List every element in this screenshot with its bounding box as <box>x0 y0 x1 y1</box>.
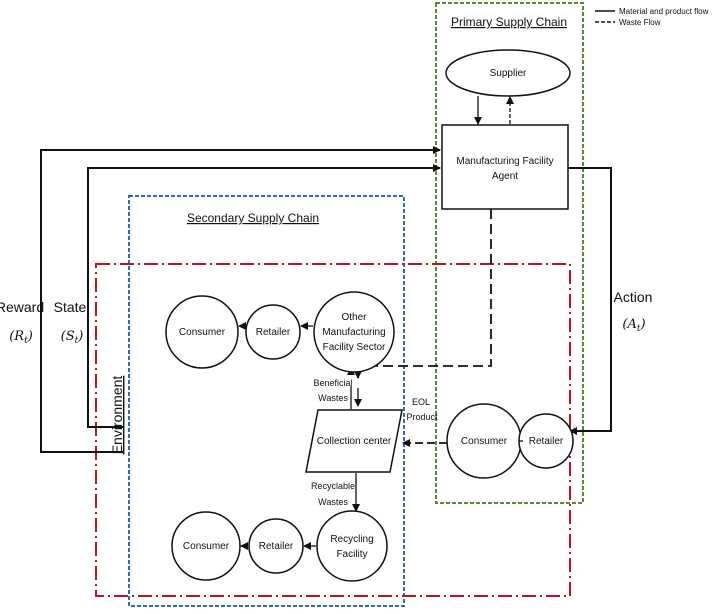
consumer-right-label: Consumer <box>461 436 508 447</box>
reward-loop <box>40 146 441 453</box>
other-manufacturing-label-2: Manufacturing <box>322 327 385 338</box>
state-loop <box>87 164 441 428</box>
retailer-right-label: Retailer <box>529 436 564 447</box>
environment-label: Environment <box>109 376 125 455</box>
primary-supply-chain-title: Primary Supply Chain <box>451 15 567 29</box>
recyclable-wastes-label-1: Recyclable <box>311 481 355 491</box>
primary-supply-chain-border <box>435 2 584 504</box>
recyclable-wastes-label-2: Wastes <box>318 497 348 507</box>
legend-dashed-label: Waste Flow <box>619 18 661 27</box>
supplier-label: Supplier <box>490 68 527 79</box>
secondary-supply-chain-border <box>128 195 405 607</box>
consumer-top-node <box>165 295 239 369</box>
recycling-facility-label-2: Facility <box>336 549 367 560</box>
manufacturing-agent-node <box>441 124 569 210</box>
recycling-facility-label-1: Recycling <box>330 534 373 545</box>
state-symbol: (St) <box>61 329 84 346</box>
manufacturing-waste-path <box>354 209 492 379</box>
beneficial-wastes-label-2: Wastes <box>318 393 348 403</box>
other-manufacturing-node <box>313 291 395 373</box>
beneficial-wastes-label-1: Beneficial <box>313 378 352 388</box>
secondary-supply-chain-title: Secondary Supply Chain <box>187 211 319 225</box>
manufacturing-agent-label-2: Agent <box>492 171 518 182</box>
retailer-top-label: Retailer <box>256 327 291 338</box>
legend-solid-label: Material and product flow <box>619 7 709 16</box>
collection-center-label: Collection center <box>317 436 392 447</box>
reward-symbol: (Rt) <box>9 329 33 346</box>
retailer-top-node <box>245 304 301 360</box>
recycling-facility-node <box>316 510 388 582</box>
environment-border <box>95 263 571 597</box>
eol-label-1: EOL <box>412 397 430 407</box>
action-word: Action <box>614 289 653 305</box>
collection-center-node <box>305 409 403 473</box>
reward-word: Reward <box>0 299 44 315</box>
action-path <box>568 167 612 435</box>
consumer-bottom-label: Consumer <box>183 541 230 552</box>
consumer-top-label: Consumer <box>179 327 226 338</box>
eol-label-2: Product <box>406 412 438 422</box>
retailer-bottom-label: Retailer <box>259 541 294 552</box>
other-manufacturing-label-1: Other <box>341 312 367 323</box>
state-word: State <box>54 299 87 315</box>
action-symbol: (At) <box>622 317 645 334</box>
other-manufacturing-label-3: Facility Sector <box>323 342 386 353</box>
manufacturing-agent-label-1: Manufacturing Facility <box>456 156 553 167</box>
